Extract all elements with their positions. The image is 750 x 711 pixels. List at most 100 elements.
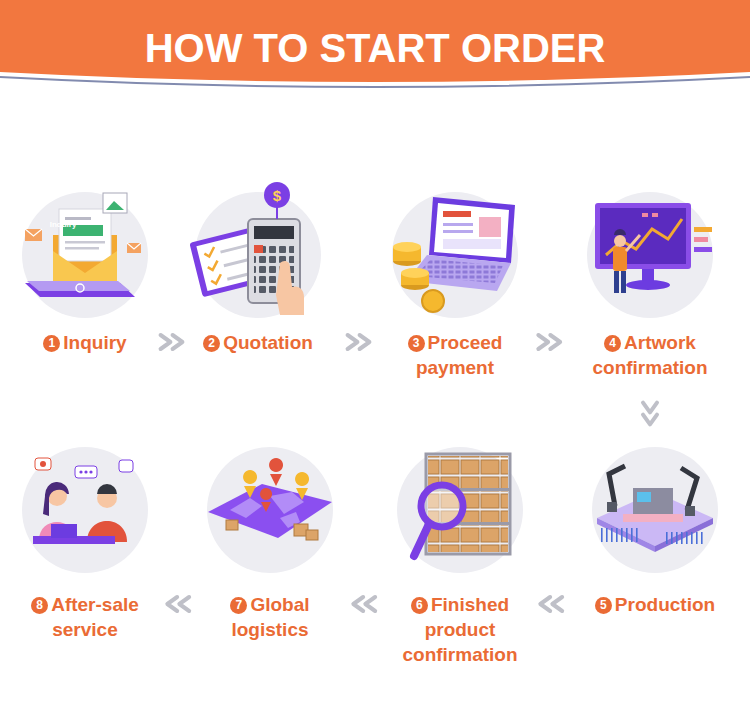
payment-icon xyxy=(392,192,518,318)
service-icon xyxy=(84,470,87,473)
quotation-icon xyxy=(254,245,263,253)
chevron xyxy=(643,403,657,413)
step-label: 2Quotation xyxy=(193,330,323,355)
step-number: 4 xyxy=(604,335,621,352)
flow-arrow xyxy=(325,335,392,349)
payment-icon xyxy=(479,217,501,237)
step-label: 3Proceed payment xyxy=(400,330,510,380)
inquiry-icon xyxy=(25,229,42,236)
chevron xyxy=(365,597,375,611)
logistics-icon xyxy=(226,520,238,530)
inquiry-icon xyxy=(22,192,148,318)
warehouse-icon xyxy=(397,447,523,573)
production-icon xyxy=(681,468,697,510)
payment-icon xyxy=(443,239,501,249)
production-icon xyxy=(597,518,655,552)
payment-icon xyxy=(401,268,429,278)
production-icon xyxy=(633,488,673,514)
chevron xyxy=(348,335,358,349)
step-node: 2Quotation xyxy=(191,192,325,355)
quotation-icon xyxy=(276,207,278,219)
logistics-icon xyxy=(306,530,318,540)
chevron xyxy=(179,597,189,611)
artwork-icon xyxy=(587,192,713,318)
header-band xyxy=(0,0,750,87)
step-node: 6Finished product confirmation xyxy=(396,447,525,667)
service-icon xyxy=(51,524,77,538)
payment-icon xyxy=(422,290,444,312)
step-number: 2 xyxy=(203,335,220,352)
chevron xyxy=(550,335,560,349)
step-node: 7Global logistics xyxy=(207,447,333,642)
quotation-icon xyxy=(189,182,321,318)
chevron xyxy=(167,597,177,611)
artwork-icon xyxy=(694,247,712,252)
step-name: Inquiry xyxy=(63,332,126,353)
artwork-icon xyxy=(614,229,626,235)
step-name: Production xyxy=(615,594,715,615)
inquiry-icon xyxy=(25,229,42,241)
service-icon xyxy=(75,466,97,478)
inquiry-icon xyxy=(127,243,141,249)
header-band xyxy=(0,0,750,82)
artwork-icon xyxy=(587,192,713,318)
chevron xyxy=(540,597,550,611)
icon-label: Inquiry xyxy=(45,220,81,230)
quotation-icon xyxy=(203,247,222,285)
inquiry-icon xyxy=(65,247,99,250)
inquiry-icon xyxy=(22,192,148,318)
step-number: 5 xyxy=(595,597,612,614)
chevron xyxy=(552,597,562,611)
payment-icon xyxy=(393,242,421,252)
header-band xyxy=(0,77,750,87)
step-label: 4Artwork confirmation xyxy=(583,330,718,380)
payment-icon xyxy=(392,192,518,318)
step-node: 5Production xyxy=(578,447,732,617)
step-node: 4Artwork confirmation xyxy=(581,192,720,380)
logistics-icon xyxy=(295,472,309,500)
step-number: 1 xyxy=(43,335,60,352)
service-icon xyxy=(89,470,92,473)
artwork-icon xyxy=(614,235,626,247)
production-icon xyxy=(655,518,713,552)
production-icon xyxy=(592,447,718,573)
service-icon xyxy=(119,460,133,472)
service-icon xyxy=(22,447,148,573)
artwork-icon xyxy=(626,235,640,251)
logistics-icon xyxy=(243,470,257,498)
artwork-icon xyxy=(621,271,626,293)
flow-arrow xyxy=(150,597,208,611)
step-node: 8After-sale service xyxy=(21,447,150,642)
step-name: Proceed payment xyxy=(416,332,503,378)
step-number: 6 xyxy=(411,597,428,614)
icon-label: $ xyxy=(269,187,285,204)
inquiry-icon xyxy=(27,281,130,291)
chevron xyxy=(360,335,370,349)
step-label: 1Inquiry xyxy=(20,330,150,355)
step-label: 6Finished product confirmation xyxy=(398,592,523,667)
service-icon xyxy=(79,470,82,473)
warehouse-icon xyxy=(397,447,523,573)
quotation-icon xyxy=(276,261,304,315)
inquiry-icon xyxy=(65,241,105,244)
chevron xyxy=(538,335,548,349)
payment-icon xyxy=(443,230,473,233)
artwork-icon xyxy=(694,237,708,242)
step-label: 8After-sale service xyxy=(23,592,148,642)
service-icon xyxy=(40,461,46,467)
step-number: 8 xyxy=(31,597,48,614)
payment-icon xyxy=(434,203,509,258)
chevron xyxy=(353,597,363,611)
production-icon xyxy=(665,532,705,544)
step-name: After-sale service xyxy=(51,594,139,640)
production-icon xyxy=(609,466,625,506)
warehouse-icon xyxy=(414,524,429,556)
production-icon xyxy=(607,502,617,512)
logistics-icon xyxy=(207,447,333,573)
step-node: 3Proceed payment xyxy=(392,192,518,380)
artwork-icon xyxy=(600,208,686,264)
service-icon xyxy=(97,484,117,494)
inquiry-icon xyxy=(103,193,127,213)
quotation-icon xyxy=(264,182,290,208)
